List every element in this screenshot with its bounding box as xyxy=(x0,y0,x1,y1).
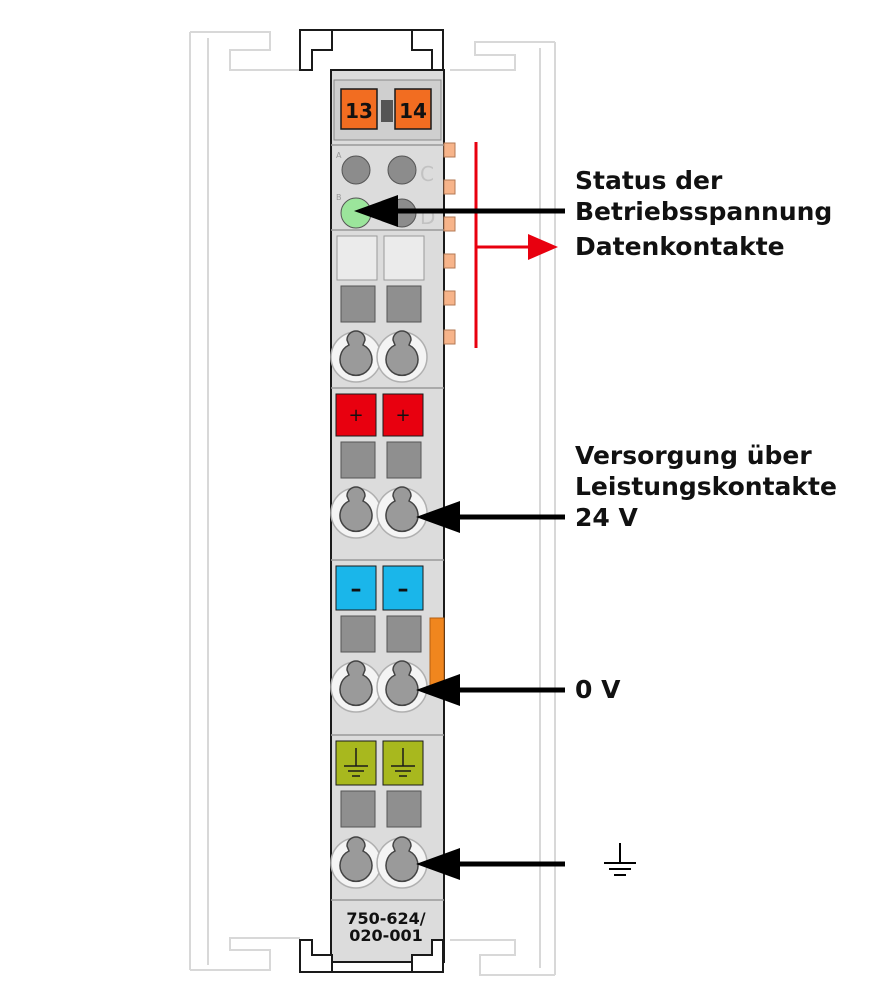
supply-arrow xyxy=(416,501,565,533)
label-data-contacts: Datenkontakte xyxy=(575,231,785,262)
plus-symbol-right: + xyxy=(395,405,410,426)
led-letter-b: B xyxy=(336,193,342,202)
label-zero-v-text: 0 V xyxy=(575,675,621,704)
label-data-contacts-text: Datenkontakte xyxy=(575,232,785,261)
minus-symbol-right: – xyxy=(398,577,409,602)
minus-markers: – – xyxy=(335,565,424,653)
channel-badge-13: 13 xyxy=(340,88,378,130)
label-supply: Versorgung über Leistungskontakte 24 V xyxy=(575,440,837,533)
pointer-arrows xyxy=(354,195,565,880)
plus-markers: + + xyxy=(335,393,424,479)
label-supply-line-1: Versorgung über xyxy=(575,441,812,470)
label-supply-line-2: Leistungskontakte xyxy=(575,472,837,501)
ground-symbol-icon xyxy=(604,843,636,876)
data-contacts-arrow xyxy=(474,142,558,348)
led-letter-a: A xyxy=(336,151,342,160)
din-rail-outline xyxy=(189,31,556,976)
terminal-row-1 xyxy=(336,235,425,323)
minus-symbol-left: – xyxy=(351,577,362,602)
screw-clamps xyxy=(330,330,428,889)
led-letter-c: C xyxy=(420,162,434,186)
zero-v-arrow xyxy=(416,674,565,706)
part-number-line-1: 750-624/ xyxy=(346,909,425,928)
label-zero-v: 0 V xyxy=(575,674,620,705)
status-arrow xyxy=(354,195,565,227)
channel-number-13: 13 xyxy=(345,99,373,123)
plus-symbol-left: + xyxy=(348,405,363,426)
label-status: Status der Betriebsspannung xyxy=(575,165,832,227)
label-supply-line-3: 24 V xyxy=(575,503,638,532)
channel-number-14: 14 xyxy=(399,99,427,123)
ground-arrow xyxy=(416,848,565,880)
label-status-line-2: Betriebsspannung xyxy=(575,197,833,226)
part-number: 750-624/ 020-001 xyxy=(346,909,425,945)
part-number-line-2: 020-001 xyxy=(349,926,422,945)
ground-markers xyxy=(335,740,424,828)
channel-badge-14: 14 xyxy=(394,88,432,130)
power-contact xyxy=(429,617,445,691)
label-status-line-1: Status der xyxy=(575,166,723,195)
data-contacts xyxy=(443,142,456,345)
